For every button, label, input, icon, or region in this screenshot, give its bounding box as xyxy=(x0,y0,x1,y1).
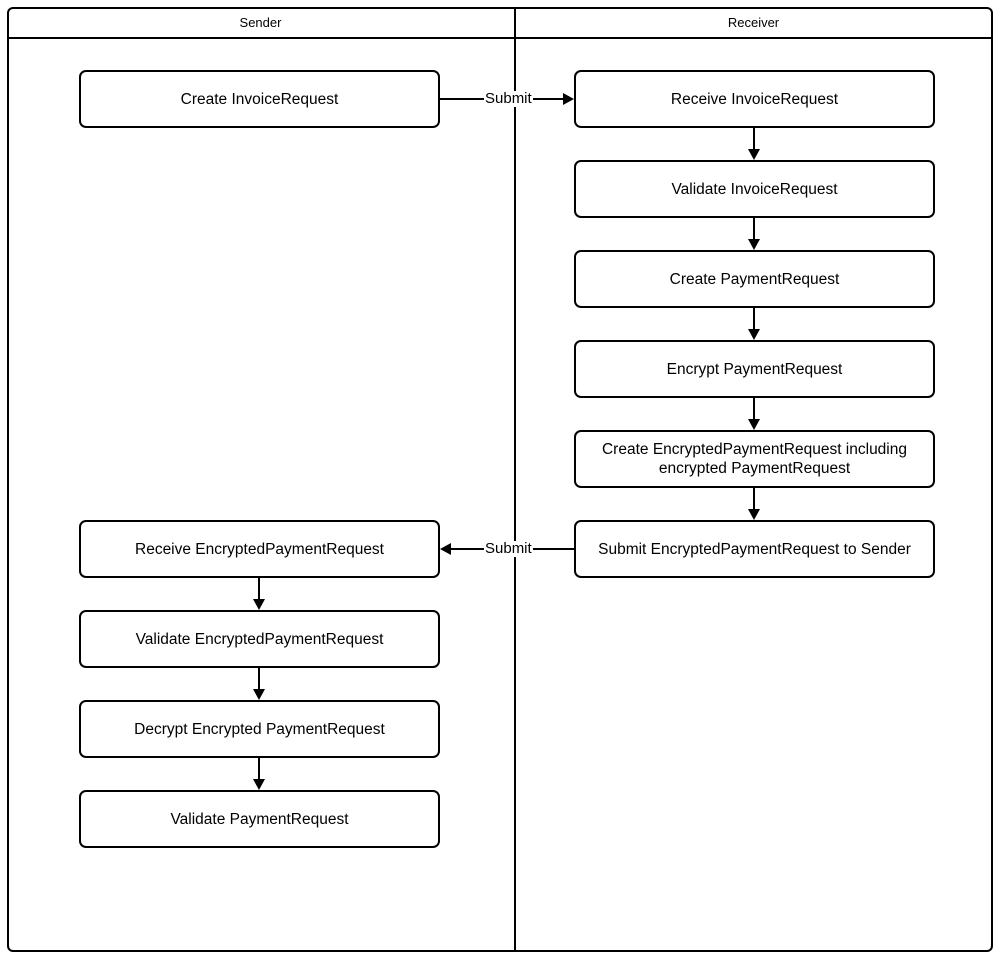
node-validate-encryptedpaymentrequest[interactable]: Validate EncryptedPaymentRequest xyxy=(79,610,440,668)
node-encrypt-paymentrequest[interactable]: Encrypt PaymentRequest xyxy=(574,340,935,398)
edge-connector-e6-line xyxy=(753,488,755,511)
edge-arrow-e7 xyxy=(440,543,451,555)
edge-connector-e2-line xyxy=(753,128,755,151)
edge-connector-e10-line xyxy=(258,758,260,781)
node-receive-invoicerequest[interactable]: Receive InvoiceRequest xyxy=(574,70,935,128)
edge-arrow-e8 xyxy=(253,599,265,610)
edge-arrow-e5 xyxy=(748,419,760,430)
node-submit-encryptedpaymentrequest-to-sender[interactable]: Submit EncryptedPaymentRequest to Sender xyxy=(574,520,935,578)
edge-arrow-e1 xyxy=(563,93,574,105)
edge-arrow-e4 xyxy=(748,329,760,340)
node-validate-invoicerequest[interactable]: Validate InvoiceRequest xyxy=(574,160,935,218)
node-decrypt-encrypted-paymentrequest[interactable]: Decrypt Encrypted PaymentRequest xyxy=(79,700,440,758)
edge-arrow-e9 xyxy=(253,689,265,700)
edge-connector-e4-line xyxy=(753,308,755,331)
lane-header-band: Sender Receiver xyxy=(7,7,993,39)
node-receive-encryptedpaymentrequest[interactable]: Receive EncryptedPaymentRequest xyxy=(79,520,440,578)
lane-header-receiver: Receiver xyxy=(727,15,780,30)
lane-header-sender: Sender xyxy=(239,15,282,30)
lane-divider xyxy=(514,7,516,952)
edge-connector-e5-line xyxy=(753,398,755,421)
edge-label-e1: Submit xyxy=(484,90,533,107)
edge-connector-e8-line xyxy=(258,578,260,601)
node-create-invoicerequest[interactable]: Create InvoiceRequest xyxy=(79,70,440,128)
edge-arrow-e2 xyxy=(748,149,760,160)
edge-label-e7: Submit xyxy=(484,540,533,557)
edge-connector-e3-line xyxy=(753,218,755,241)
edge-connector-e9-line xyxy=(258,668,260,691)
edge-arrow-e10 xyxy=(253,779,265,790)
edge-arrow-e3 xyxy=(748,239,760,250)
node-create-encryptedpaymentrequest[interactable]: Create EncryptedPaymentRequest including… xyxy=(574,430,935,488)
node-create-paymentrequest[interactable]: Create PaymentRequest xyxy=(574,250,935,308)
node-validate-paymentrequest[interactable]: Validate PaymentRequest xyxy=(79,790,440,848)
edge-arrow-e6 xyxy=(748,509,760,520)
